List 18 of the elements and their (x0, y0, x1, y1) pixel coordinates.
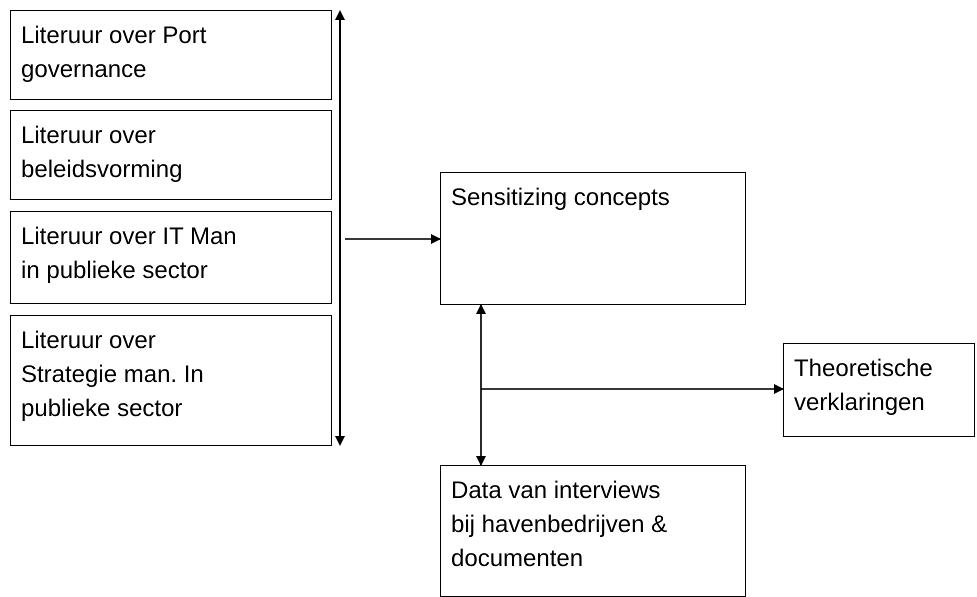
arrow (481, 384, 784, 394)
box-text: Theoretische verklaringen (794, 354, 934, 418)
process-box (10, 110, 332, 200)
arrow (345, 234, 441, 244)
process-box (10, 315, 332, 446)
process-box (10, 10, 332, 100)
process-box (440, 172, 746, 305)
process-box (783, 343, 975, 437)
process-box (440, 465, 746, 597)
box-text: Sensitizing concepts (451, 183, 671, 213)
process-box (10, 211, 332, 304)
box-text: Literuur over Port governance (21, 21, 208, 85)
box-text: Literuur over IT Man in publieke sector (21, 222, 238, 286)
bracket-bar (335, 10, 345, 446)
arrow (476, 304, 486, 466)
box-text: Literuur over beleidsvorming (21, 121, 184, 185)
box-text: Data van interviews bij havenbedrijven & documenten (451, 476, 668, 574)
box-text: Literuur over Strategie man. In publieke sector (21, 326, 205, 424)
